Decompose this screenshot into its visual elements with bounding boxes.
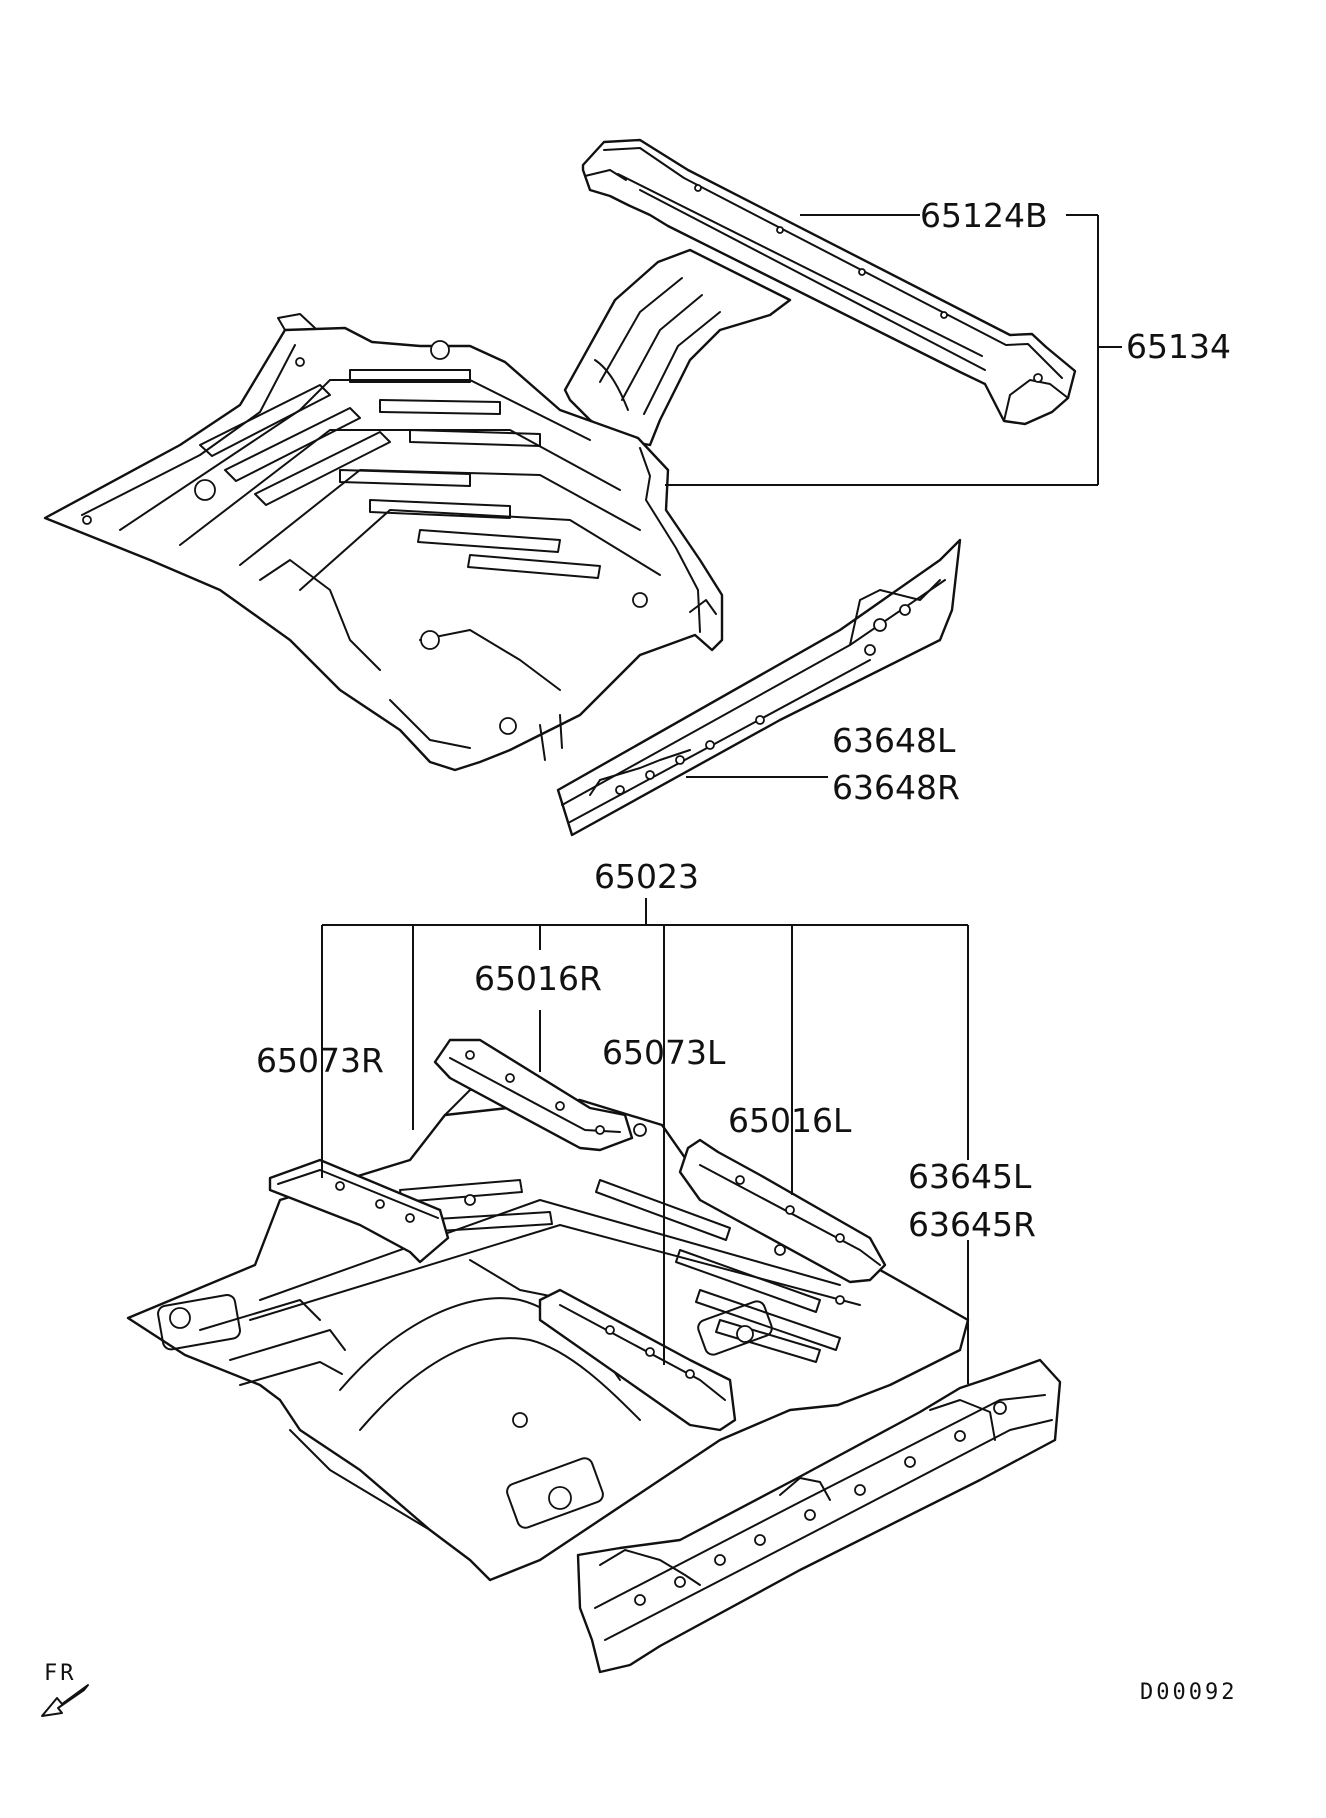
- label-65073l: 65073L: [602, 1033, 726, 1072]
- label-63645l: 63645L: [908, 1157, 1032, 1196]
- front-side-sill-part[interactable]: [576, 1358, 1062, 1674]
- label-65016l: 65016L: [728, 1101, 852, 1140]
- rear-floor-panel-part[interactable]: [43, 248, 792, 772]
- front-floor-crossmember-l-part[interactable]: [678, 1138, 887, 1284]
- label-63648l: 63648L: [832, 721, 956, 760]
- label-65134: 65134: [1126, 327, 1231, 366]
- label-65016r: 65016R: [474, 959, 602, 998]
- rear-side-sill-part[interactable]: [556, 538, 962, 837]
- front-floor-side-member-l-part[interactable]: [538, 1288, 737, 1432]
- front-floor-crossmember-r-part[interactable]: [433, 1038, 634, 1152]
- label-63648r: 63648R: [832, 768, 960, 807]
- label-63645r: 63645R: [908, 1205, 1036, 1244]
- front-direction-arrow-icon: [41, 1684, 89, 1717]
- diagram-code: D00092: [1140, 1680, 1237, 1705]
- label-65124b: 65124B: [920, 196, 1048, 235]
- label-65023: 65023: [594, 857, 699, 896]
- rear-crossmember-part[interactable]: [581, 138, 1077, 426]
- label-65073r: 65073R: [256, 1041, 384, 1080]
- leaders-lower: [321, 898, 969, 1384]
- leaders-upper: [665, 214, 1122, 778]
- direction-label: FR: [44, 1661, 77, 1686]
- front-floor-side-member-r-part[interactable]: [268, 1158, 450, 1264]
